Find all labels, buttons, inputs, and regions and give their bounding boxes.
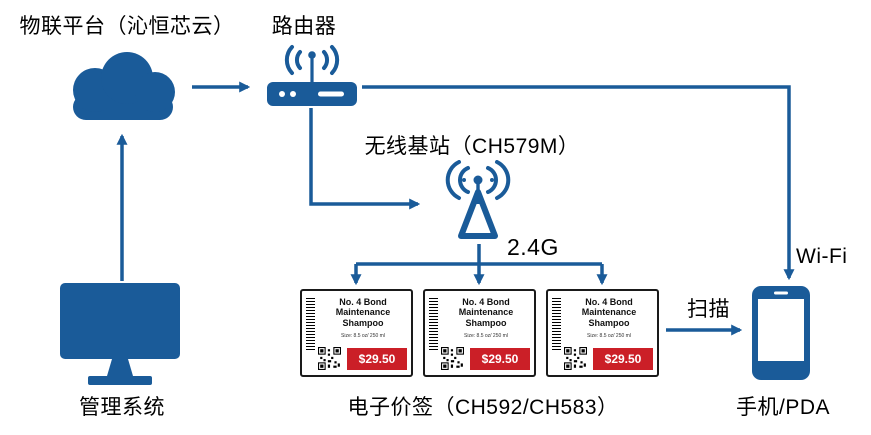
price-tag-card: No. 4 Bond Maintenance Shampoo Size: 8.5… (423, 289, 536, 377)
router-icon (267, 45, 357, 106)
price-badge: $29.50 (470, 348, 530, 370)
price-tag-subtitle: Size: 8.5 oz/ 250 ml (587, 333, 631, 339)
cloud-icon (73, 52, 175, 120)
price-badge: $29.50 (347, 348, 407, 370)
phone-label: 手机/PDA (735, 396, 831, 419)
antenna-tower-icon (445, 160, 511, 239)
price-badge: $29.50 (593, 348, 653, 370)
smartphone-icon (752, 286, 810, 380)
price-tags-label: 电子价签（CH592/CH583） (347, 396, 619, 419)
management-system-label: 管理系统 (79, 396, 165, 419)
scan-label: 扫描 (687, 298, 730, 321)
qr-code-icon (441, 347, 464, 370)
price-tag-subtitle: Size: 8.5 oz/ 250 ml (464, 333, 508, 339)
router-label: 路由器 (271, 15, 337, 38)
price-tag-card: No. 4 Bond Maintenance Shampoo Size: 8.5… (546, 289, 659, 377)
price-tag-subtitle: Size: 8.5 oz/ 250 ml (341, 333, 385, 339)
edge-router-to-phone-wifi (362, 85, 795, 281)
price-tag-title: No. 4 Bond Maintenance Shampoo (581, 297, 637, 328)
rf-24g-label: 2.4G (507, 234, 559, 260)
qr-code-icon (564, 347, 587, 370)
barcode (429, 298, 438, 350)
iot-platform-label: 物联平台（沁恒芯云） (19, 15, 235, 38)
price-tag-card: No. 4 Bond Maintenance Shampoo Size: 8.5… (300, 289, 413, 377)
barcode (306, 298, 315, 350)
qr-code-icon (318, 347, 341, 370)
price-tag-title: No. 4 Bond Maintenance Shampoo (458, 297, 514, 328)
price-tag-title: No. 4 Bond Maintenance Shampoo (335, 297, 391, 328)
monitor-icon (60, 283, 180, 385)
barcode (552, 298, 561, 350)
base-station-label: 无线基站（CH579M） (364, 135, 580, 158)
wifi-label: Wi-Fi (796, 245, 848, 268)
